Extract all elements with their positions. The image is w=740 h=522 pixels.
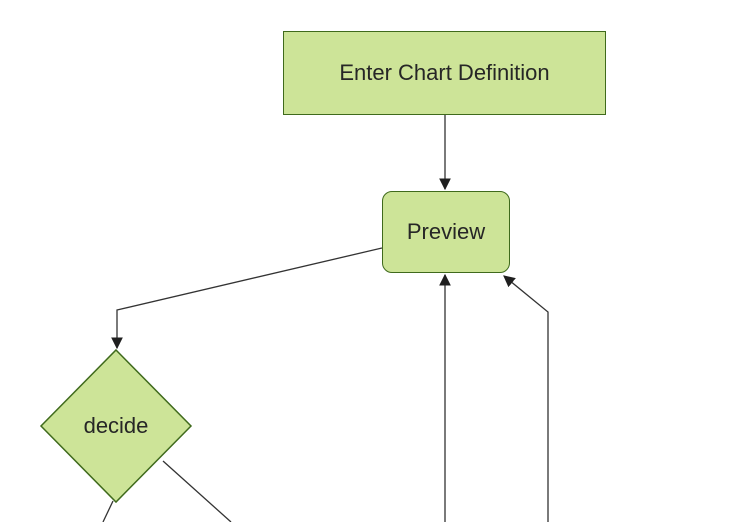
node-decide-shape	[39, 348, 193, 504]
edge-preview-to-decide	[111, 247, 383, 350]
node-enter-chart-definition-label: Enter Chart Definition	[339, 60, 550, 85]
node-preview: Preview	[382, 191, 510, 273]
node-enter-chart-definition: Enter Chart Definition	[283, 31, 606, 115]
node-preview-label: Preview	[406, 219, 486, 244]
edge-decide-to-offscreen-left	[102, 500, 114, 522]
edge-offscreen-to-preview-corner	[503, 275, 549, 522]
edge-decide-to-offscreen-right	[162, 460, 232, 522]
